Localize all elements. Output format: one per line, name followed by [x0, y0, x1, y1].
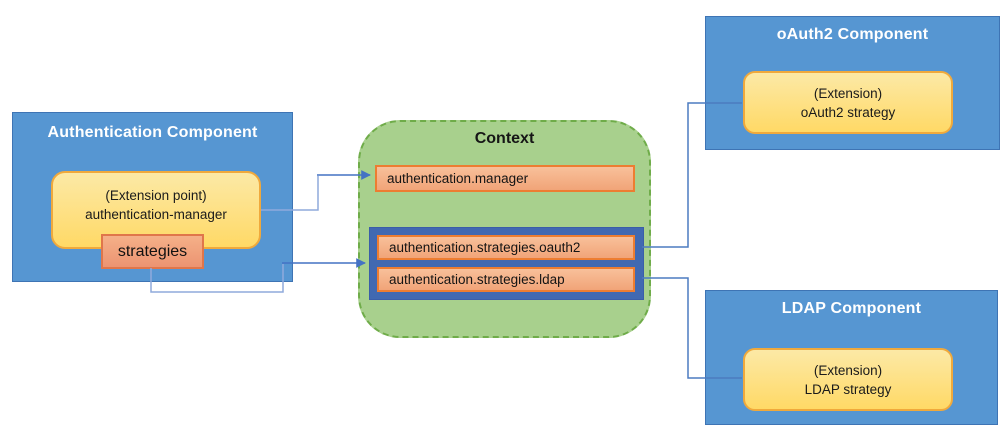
ldap-strategy-entry: authentication.strategies.ldap — [377, 267, 635, 292]
authentication-manager-entry-label: authentication.manager — [387, 171, 529, 186]
ldap-extension-box: (Extension) LDAP strategy — [743, 348, 953, 411]
ldap-strategy-entry-label: authentication.strategies.ldap — [389, 272, 565, 287]
authentication-component-title: Authentication Component — [47, 124, 258, 141]
strategies-box: strategies — [101, 234, 204, 269]
oauth2-component-title: oAuth2 Component — [776, 26, 929, 43]
strategies-label: strategies — [117, 242, 188, 260]
strategies-container: authentication.strategies.oauth2 authent… — [369, 227, 644, 300]
ldap-component-title: LDAP Component — [781, 300, 922, 317]
ldap-component-box: LDAP Component (Extension) LDAP strategy — [705, 290, 998, 425]
ldap-extension-line1: (Extension) — [813, 362, 883, 378]
oauth2-extension-line2: oAuth2 strategy — [800, 104, 896, 120]
oauth2-extension-line1: (Extension) — [813, 85, 883, 101]
context-title: Context — [474, 130, 535, 147]
extension-point-line1: (Extension point) — [105, 188, 207, 203]
oauth2-component-box: oAuth2 Component (Extension) oAuth2 stra… — [705, 16, 1000, 150]
authentication-manager-entry: authentication.manager — [375, 165, 635, 192]
authentication-component-box: Authentication Component (Extension poin… — [12, 112, 293, 282]
oauth2-extension-box: (Extension) oAuth2 strategy — [743, 71, 953, 134]
oauth2-strategy-entry: authentication.strategies.oauth2 — [377, 235, 635, 260]
context-box: Context authentication.manager authentic… — [358, 120, 651, 338]
extension-point-line2: authentication-manager — [85, 207, 227, 222]
ldap-extension-line2: LDAP strategy — [804, 381, 892, 397]
oauth2-strategy-entry-label: authentication.strategies.oauth2 — [389, 240, 581, 255]
